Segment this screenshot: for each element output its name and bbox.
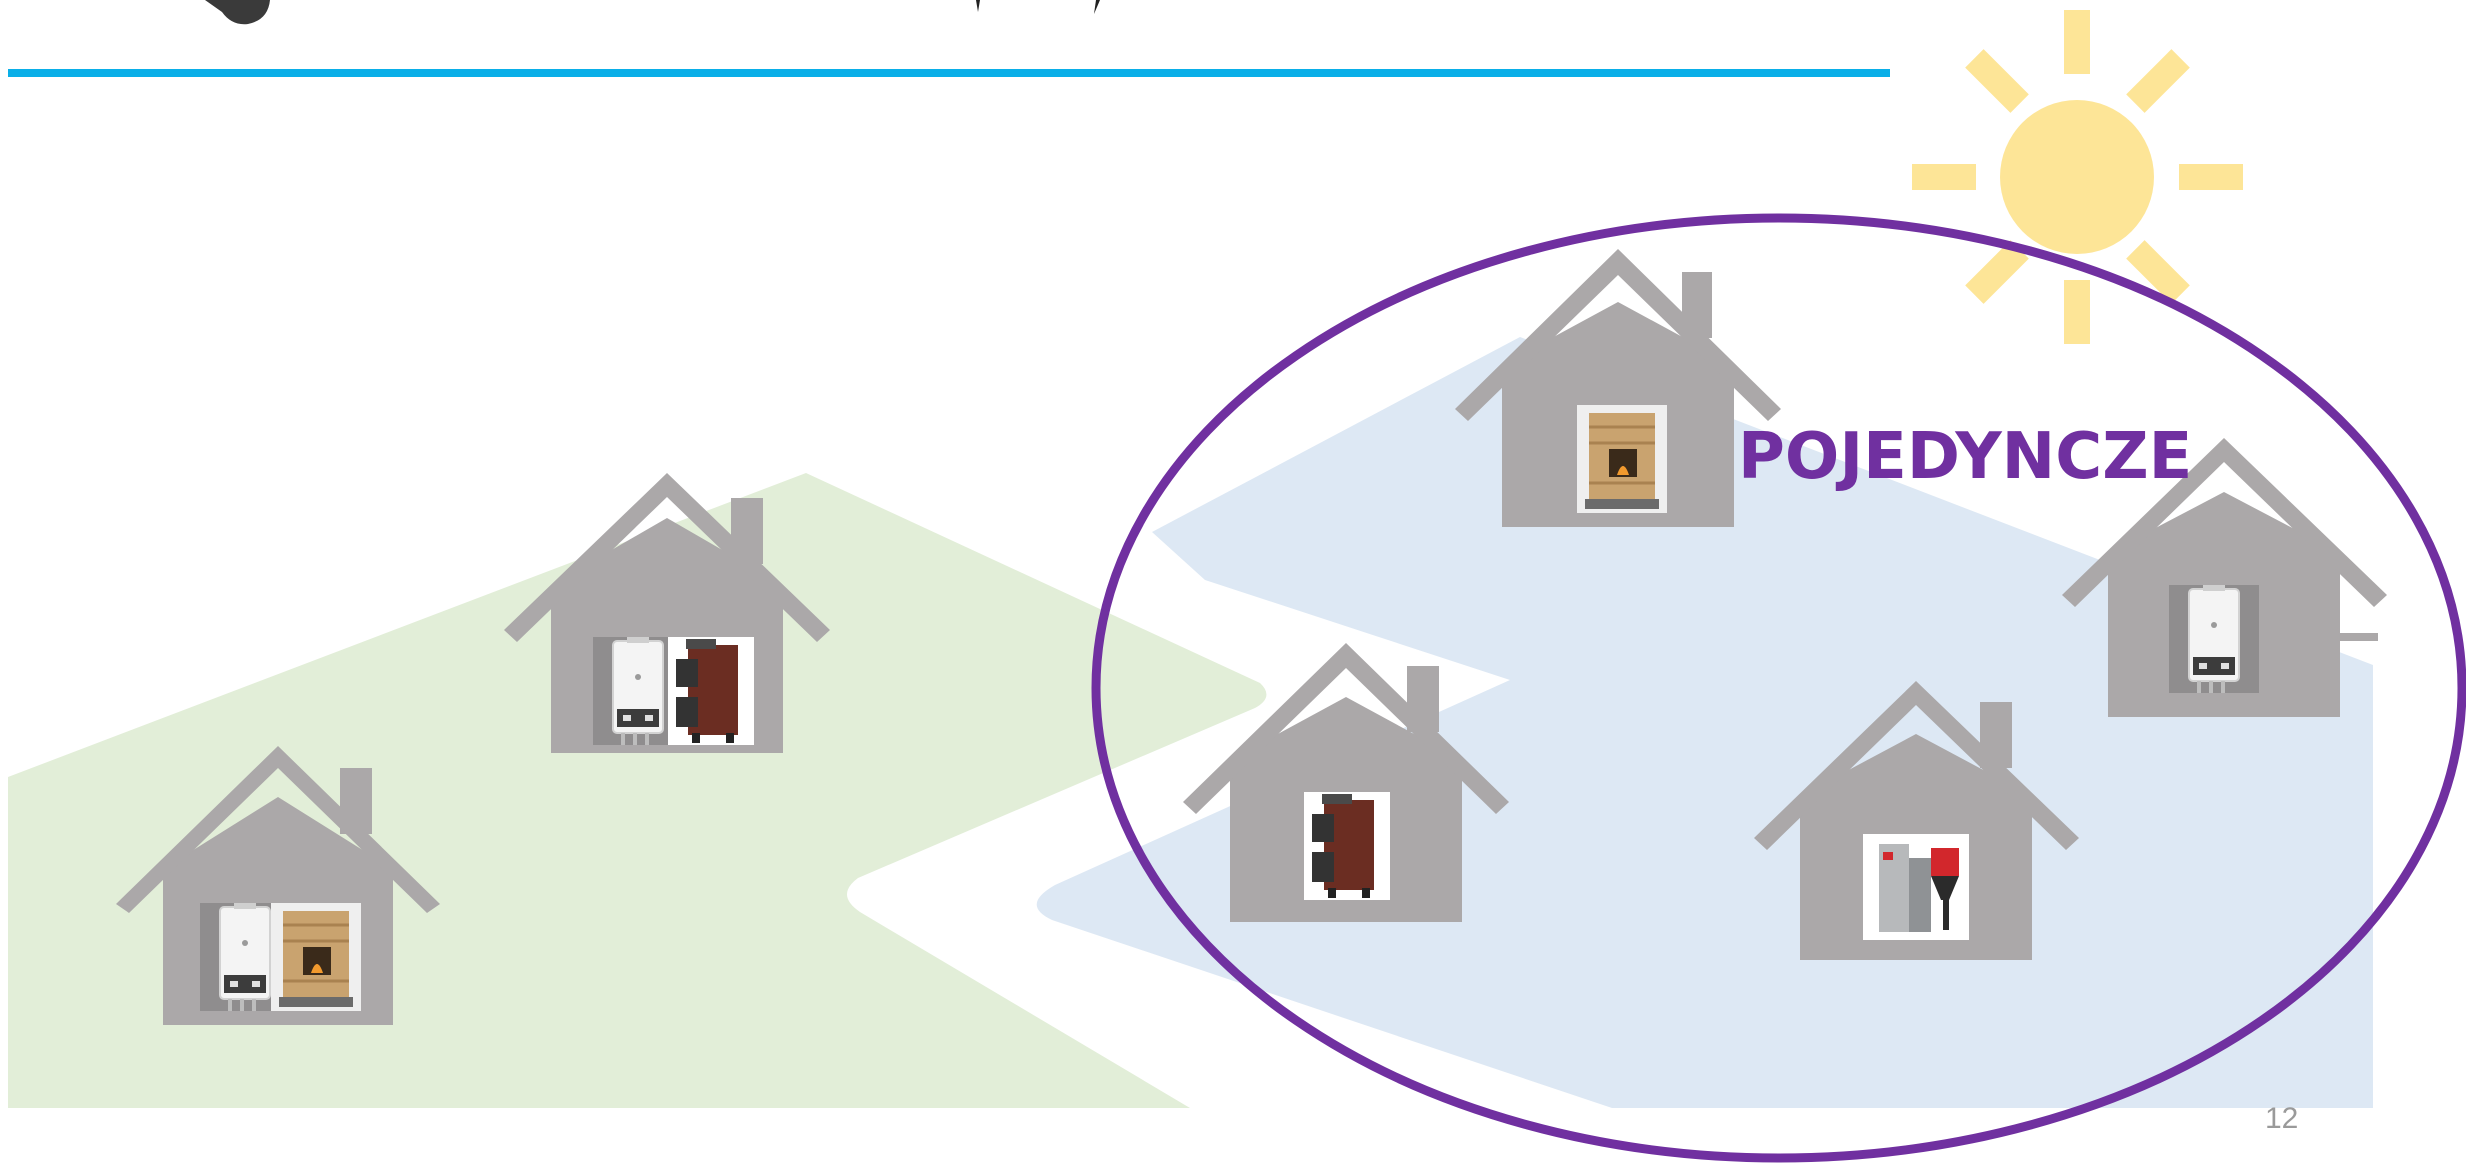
coal-boiler-icon [1304, 792, 1390, 900]
pen-icon [205, 0, 270, 24]
title-remnant [976, 0, 1100, 14]
title-rule [8, 69, 1890, 77]
tiled-stove-icon [271, 903, 361, 1011]
coal-boiler-icon [668, 637, 754, 745]
group-label: POJEDYNCZE [1738, 420, 2192, 494]
house-top-center [1455, 249, 1781, 527]
page-number: 12 [2265, 1102, 2298, 1135]
gas-boiler-icon [2169, 585, 2259, 693]
tiled-stove-icon [1577, 405, 1667, 513]
pellet-boiler-icon [1863, 834, 1969, 940]
sun-icon [1912, 10, 2243, 344]
